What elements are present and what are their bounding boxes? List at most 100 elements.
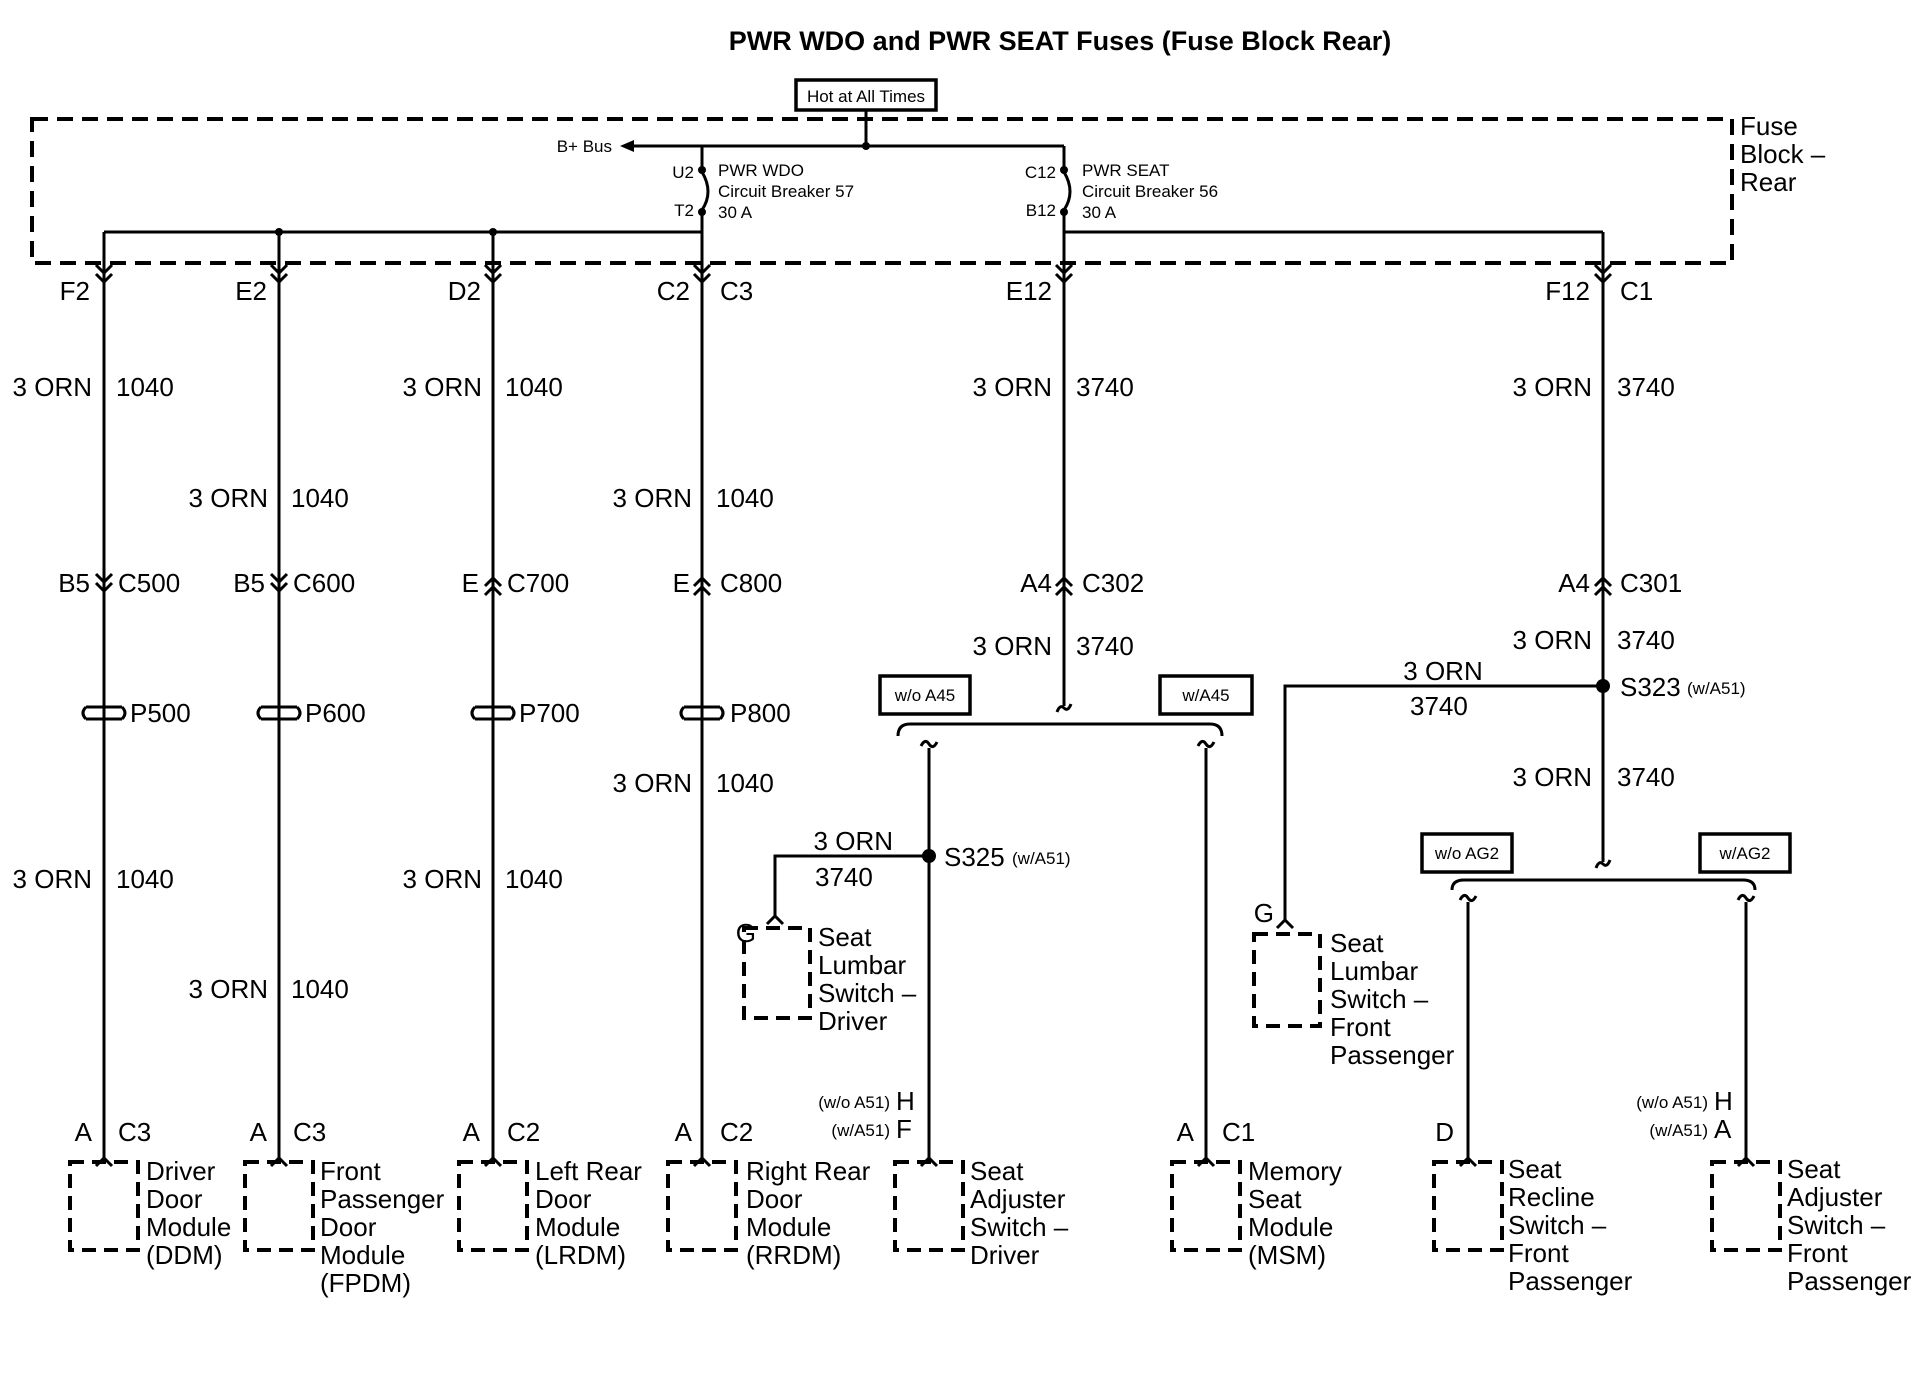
diagram-title: PWR WDO and PWR SEAT Fuses (Fuse Block R…: [729, 26, 1392, 56]
recline-pin: D: [1435, 1117, 1454, 1147]
c301-connector-icon: [1593, 575, 1613, 597]
msm-conn: C1: [1222, 1117, 1255, 1147]
recline-line-4: Front: [1508, 1238, 1569, 1268]
adjuster-pass-line-2: Adjuster: [1787, 1182, 1883, 1212]
ddm-conn: C3: [118, 1117, 151, 1147]
lumbar-pass-line-4: Front: [1330, 1012, 1391, 1042]
p800-grommet-icon: [679, 705, 725, 721]
pass-option-branch: [1450, 878, 1757, 891]
adjuster-pass-pin-w: A: [1714, 1114, 1732, 1144]
msm-component: [1170, 1160, 1242, 1252]
rrdm-circuit-2: 1040: [716, 768, 774, 798]
adjuster-pass-w-option: (w/A51): [1649, 1121, 1708, 1140]
rrdm-fuse-conn: C3: [720, 276, 753, 306]
lrdm-wire-color-2: 3 ORN: [403, 864, 482, 894]
c301-label: C301: [1620, 568, 1682, 598]
rrdm-circuit-1: 1040: [716, 483, 774, 513]
c800-connector-icon: [692, 575, 712, 597]
hot-label: Hot at All Times: [807, 87, 925, 106]
rrdm-line-2: Door: [746, 1184, 803, 1214]
lumbar-pass-wire: [1283, 684, 1603, 920]
c301-pin: A4: [1558, 568, 1590, 598]
s323-option: (w/A51): [1687, 679, 1746, 698]
fpdm-line-2: Passenger: [320, 1184, 445, 1214]
lumbar-driver-line-1: Seat: [818, 922, 872, 952]
fpdm-fuse-pin: E2: [235, 276, 267, 306]
seat-fuse-pin: E12: [1006, 276, 1052, 306]
ddm-fuse-pin: F2: [60, 276, 90, 306]
s325-label: S325: [944, 842, 1005, 872]
fuse-block-label-3: Rear: [1740, 167, 1797, 197]
ddm-line-3: Module: [146, 1212, 231, 1242]
rrdm-line-1: Right Rear: [746, 1156, 871, 1186]
seat-option-break-icon: [1055, 703, 1073, 713]
lumbar-pass-line-1: Seat: [1330, 928, 1384, 958]
c600-connector-icon: [269, 572, 289, 594]
bus-junction-dot: [862, 142, 870, 150]
fpdm-fuse-terminal-icon: [269, 263, 289, 285]
wo-ag2-label: w/o AG2: [1434, 844, 1499, 863]
bplus-label: B+ Bus: [557, 137, 612, 156]
cb57-rating: 30 A: [718, 203, 753, 222]
c700-connector-icon: [483, 575, 503, 597]
recline-line-2: Recline: [1508, 1182, 1595, 1212]
cb57-name: PWR WDO: [718, 161, 804, 180]
p700-grommet-icon: [470, 705, 516, 721]
adjuster-pass-line-4: Front: [1787, 1238, 1848, 1268]
lumbar-driver-line-3: Switch –: [818, 978, 917, 1008]
seat-fuse-terminal-icon: [1054, 263, 1074, 285]
adjuster-driver-w-option: (w/A51): [831, 1121, 890, 1140]
pass-wire-color-2: 3 ORN: [1513, 625, 1592, 655]
msm-line-3: Module: [1248, 1212, 1333, 1242]
lrdm-pin: A: [463, 1117, 481, 1147]
pass-option-break-icon: [1594, 859, 1612, 869]
c500-pin: B5: [58, 568, 90, 598]
recline-line-3: Switch –: [1508, 1210, 1607, 1240]
lrdm-circuit-2: 1040: [505, 864, 563, 894]
ddm-circuit-1: 1040: [116, 372, 174, 402]
pass-fuse-conn: C1: [1620, 276, 1653, 306]
recline-line-5: Passenger: [1508, 1266, 1633, 1296]
fpdm-line-3: Door: [320, 1212, 377, 1242]
lumbar-driver-wire: [773, 854, 929, 916]
fuse-block-label-2: Block –: [1740, 139, 1826, 169]
cb57-desc: Circuit Breaker 57: [718, 182, 854, 201]
lumbar-driver-wire-color: 3 ORN: [814, 826, 893, 856]
cb56-breaker-icon: [1062, 171, 1072, 211]
seat-circuit-1: 3740: [1076, 372, 1134, 402]
lrdm-component: [457, 1160, 529, 1252]
adjuster-pass-pin-wo: H: [1714, 1086, 1733, 1116]
ddm-line-4: (DDM): [146, 1240, 223, 1270]
pass-wire-color-3: 3 ORN: [1513, 762, 1592, 792]
lumbar-pass-line-2: Lumbar: [1330, 956, 1418, 986]
pass-circuit-2: 3740: [1617, 625, 1675, 655]
fpdm-circuit-2: 1040: [291, 974, 349, 1004]
fpdm-conn: C3: [293, 1117, 326, 1147]
cb57-top-pin: U2: [672, 163, 694, 182]
s323-label: S323: [1620, 672, 1681, 702]
wo-a45-box: [878, 674, 972, 716]
pass-circuit-1: 3740: [1617, 372, 1675, 402]
fuse-block-label-1: Fuse: [1740, 111, 1798, 141]
adjuster-pass-component: [1710, 1160, 1782, 1252]
w-ag2-box: [1698, 832, 1792, 874]
c500-label: C500: [118, 568, 180, 598]
p800-label: P800: [730, 698, 791, 728]
seat-wire-color-1: 3 ORN: [973, 372, 1052, 402]
adjuster-pass-wo-option: (w/o A51): [1636, 1093, 1708, 1112]
adjuster-driver-line-3: Switch –: [970, 1212, 1069, 1242]
recline-component: [1432, 1160, 1504, 1252]
lrdm-conn: C2: [507, 1117, 540, 1147]
w-a45-box: [1158, 674, 1254, 716]
pass-wire-color-1: 3 ORN: [1513, 372, 1592, 402]
wo-ag2-break-icon: [1458, 893, 1478, 903]
adjuster-driver-wo-option: (w/o A51): [818, 1093, 890, 1112]
fpdm-line-1: Front: [320, 1156, 381, 1186]
c800-pin: E: [673, 568, 690, 598]
adjuster-pass-line-1: Seat: [1787, 1154, 1841, 1184]
rrdm-wire-color-1: 3 ORN: [613, 483, 692, 513]
ddm-line-1: Driver: [146, 1156, 216, 1186]
lumbar-pass-circuit: 3740: [1410, 691, 1468, 721]
w-a45-break-icon: [1196, 739, 1216, 749]
